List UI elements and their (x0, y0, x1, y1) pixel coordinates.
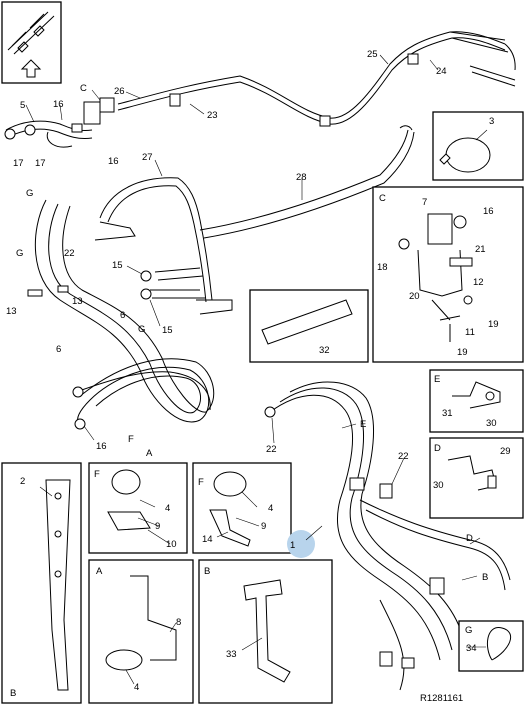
box-letter-F2: F (198, 477, 204, 488)
callout-18: 18 (377, 262, 388, 273)
callout-29: 29 (500, 446, 511, 457)
callout-30b: 30 (433, 480, 444, 491)
detail-box-D (429, 437, 524, 519)
left-small-pipes (4, 120, 93, 148)
letter-C-main: C (80, 83, 87, 94)
callout-16a: 16 (53, 99, 64, 110)
callout-17a: 17 (13, 158, 24, 169)
top-pipe-run (83, 31, 516, 127)
callout-7: 7 (422, 197, 427, 208)
callout-16b: 16 (108, 156, 119, 167)
callout-27: 27 (142, 152, 153, 163)
callout-32: 32 (319, 345, 330, 356)
callout-11: 11 (465, 327, 475, 338)
detail-box-F-left (88, 462, 188, 554)
orientation-box (1, 1, 62, 84)
detail-box-2 (1, 462, 82, 704)
callout-1: 1 (290, 540, 295, 551)
detail-box-F-right (192, 462, 292, 554)
callout-20: 20 (409, 291, 420, 302)
callout-30a: 30 (486, 418, 497, 429)
letter-E-main: E (360, 419, 366, 430)
box-letter-D: D (434, 443, 441, 454)
callout-22b: 22 (266, 444, 277, 455)
callout-34: 34 (466, 643, 477, 654)
callout-8: 8 (176, 617, 181, 628)
callout-4c: 4 (134, 682, 139, 693)
box-letter-F1: F (94, 469, 100, 480)
callout-15a: 15 (112, 260, 123, 271)
callout-12: 12 (473, 277, 484, 288)
box-letter-B-left: B (10, 688, 16, 699)
callout-labels: 1 2 3 4 4 4 5 6 6 7 8 9 9 10 11 12 13 13… (6, 49, 511, 693)
callout-2: 2 (20, 476, 25, 487)
box-letter-A: A (96, 566, 103, 577)
callout-22c: 22 (398, 451, 409, 462)
middle-pipe-run (94, 125, 415, 315)
callout-16d: 16 (483, 206, 494, 217)
callout-31: 31 (442, 408, 453, 419)
hose-loop-left (27, 199, 215, 430)
callout-5: 5 (20, 100, 25, 111)
callout-19a: 19 (488, 319, 499, 330)
letter-D-main: D (466, 533, 473, 544)
letter-G-left: G (16, 248, 23, 259)
box-letter-B: B (204, 566, 210, 577)
callout-6b: 6 (56, 344, 61, 355)
figure-reference: R1281161 (420, 693, 463, 704)
callout-13a: 13 (72, 296, 83, 307)
letter-A-main: A (146, 448, 153, 459)
detail-box-C (372, 186, 524, 363)
callout-33: 33 (226, 649, 237, 660)
letter-F-main: F (128, 434, 134, 445)
main-hose-harness (264, 381, 511, 691)
callout-4b: 4 (268, 503, 273, 514)
callout-9b: 9 (261, 521, 266, 532)
detail-box-B (198, 559, 333, 704)
letter-labels: A B C D E F G G G A B B C D E F F G (10, 83, 488, 699)
callout-25: 25 (367, 49, 378, 60)
vehicle-outline-icon (7, 11, 55, 55)
letter-B-main: B (482, 572, 488, 583)
highlight-marker (287, 530, 315, 558)
detail-box-A (88, 559, 194, 704)
callout-17b: 17 (35, 158, 46, 169)
callout-15b: 15 (162, 325, 173, 336)
letter-G-mid: G (138, 324, 145, 335)
callout-24: 24 (436, 66, 447, 77)
callout-14: 14 (202, 534, 213, 545)
callout-21: 21 (475, 244, 486, 255)
letter-G-top: G (26, 188, 33, 199)
callout-16c: 16 (96, 441, 107, 452)
box-letter-G: G (465, 625, 472, 636)
detail-box-E (429, 369, 524, 433)
callout-9a: 9 (155, 521, 160, 532)
box-letter-C: C (379, 193, 386, 204)
callout-26: 26 (114, 86, 125, 97)
callout-28: 28 (296, 172, 307, 183)
callout-4a: 4 (165, 503, 170, 514)
callout-22a: 22 (64, 248, 75, 259)
box-letter-E: E (434, 374, 440, 385)
callout-23: 23 (207, 110, 218, 121)
callout-10: 10 (166, 539, 177, 550)
callout-13b: 13 (6, 306, 17, 317)
callout-19b: 19 (457, 347, 468, 358)
detail-box-32 (249, 289, 369, 363)
callout-6a: 6 (120, 310, 125, 321)
callout-3: 3 (489, 116, 494, 127)
detail-box-G (458, 620, 524, 672)
forward-arrow-icon (20, 59, 42, 78)
detail-box-3 (432, 111, 524, 181)
leader-lines (25, 54, 488, 685)
